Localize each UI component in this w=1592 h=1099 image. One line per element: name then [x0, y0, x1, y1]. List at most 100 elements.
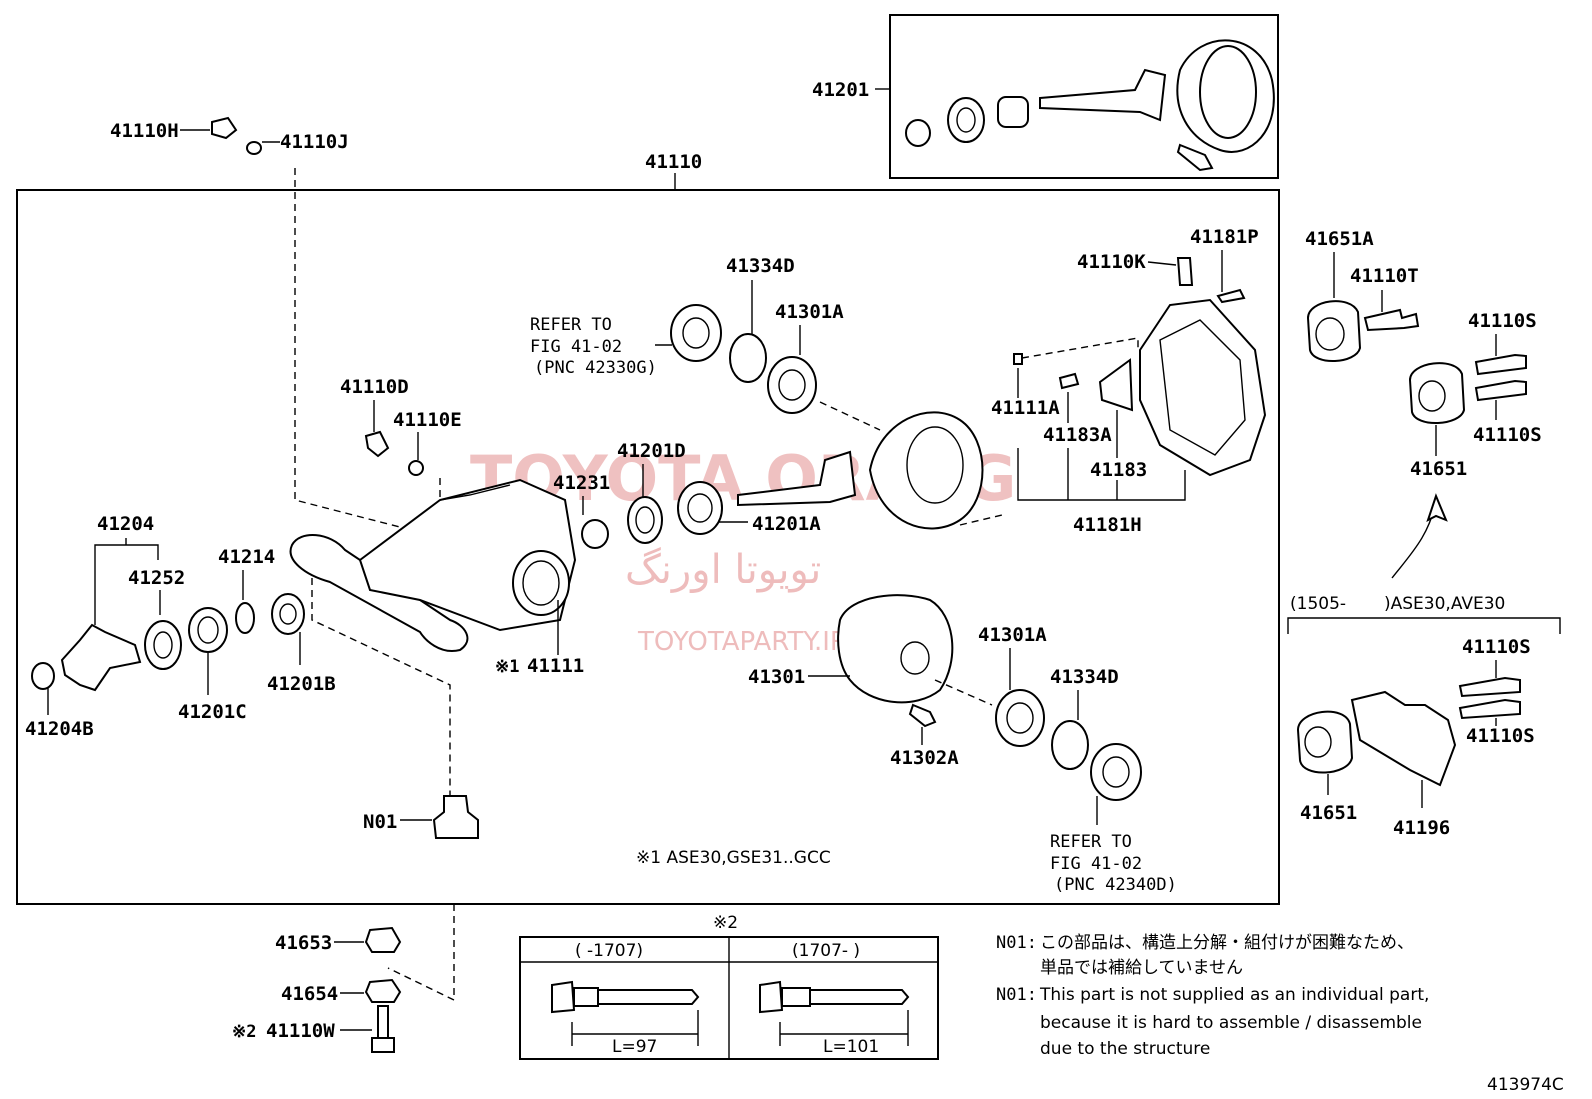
bolt-short-illustration: [551, 980, 700, 1046]
variant-date: (1505-: [1290, 594, 1346, 614]
refer-a-line1: REFER TO: [530, 315, 612, 335]
part-41183-gasket-illustration: [1098, 358, 1134, 412]
part-41653-illustration: [364, 926, 402, 953]
oil-seal-b-illustration: [1090, 743, 1142, 801]
part-41201B-illustration: [271, 593, 305, 635]
label-41201B: 41201B: [267, 673, 336, 695]
label-41111: 41111: [527, 655, 584, 677]
label-41110D: 41110D: [340, 376, 409, 398]
refer-a-line2: FIG 41-02: [530, 337, 622, 357]
part-41334D-a-illustration: [729, 333, 767, 383]
label-41183A: 41183A: [1043, 424, 1112, 446]
label-41201D: 41201D: [617, 440, 686, 462]
table-col2-header: (1707- ): [792, 941, 860, 961]
ring-gear-illustration: [868, 411, 984, 530]
refer-b-line2: FIG 41-02: [1050, 854, 1142, 874]
label-41651-b: 41651: [1300, 802, 1357, 824]
label-41110W: 41110W: [266, 1020, 335, 1042]
variant-models: )ASE30,AVE30: [1384, 594, 1505, 614]
label-41334D-b: 41334D: [1050, 666, 1119, 688]
label-41110E: 41110E: [393, 409, 462, 431]
figure-id: 413974C: [1487, 1075, 1564, 1095]
part-41110E-illustration: [408, 460, 424, 476]
table-title: ※2: [713, 913, 738, 933]
part-41302A-illustration: [908, 703, 937, 728]
note-jp-code: N01:: [996, 933, 1037, 953]
footnote-1: ※1 ASE30,GSE31..GCC: [636, 848, 831, 868]
part-41334D-b-illustration: [1051, 720, 1089, 770]
note-jp-line1: この部品は、構造上分解・組付けが困難なため、: [1040, 933, 1414, 953]
label-41214: 41214: [218, 546, 275, 568]
label-41111-mark: ※1: [495, 657, 519, 677]
part-41651-b-illustration: [1296, 710, 1354, 774]
note-en-line2: because it is hard to assemble / disasse…: [1040, 1013, 1422, 1033]
bolt-long-illustration: [759, 980, 910, 1046]
part-41201A-bearing-illustration: [677, 481, 723, 535]
label-41110: 41110: [645, 151, 702, 173]
label-41334D-a: 41334D: [726, 255, 795, 277]
label-41110S-4: 41110S: [1466, 725, 1535, 747]
label-41651-a: 41651: [1410, 458, 1467, 480]
label-41110S-1: 41110S: [1468, 310, 1537, 332]
label-41301A-b: 41301A: [978, 624, 1047, 646]
label-41111A: 41111A: [991, 397, 1060, 419]
part-41201C-illustration: [188, 607, 228, 653]
oil-seal-a-illustration: [670, 304, 722, 362]
label-41201C: 41201C: [178, 701, 247, 723]
label-41110W-mark: ※2: [232, 1022, 256, 1042]
part-41201D-illustration: [627, 496, 663, 544]
part-41110J-illustration: [246, 141, 262, 155]
label-41110S-2: 41110S: [1473, 424, 1542, 446]
label-41181P: 41181P: [1190, 226, 1259, 248]
part-41204B-illustration: [31, 662, 55, 690]
carrier-housing-illustration: [289, 478, 577, 652]
gear-set-frame: [889, 14, 1279, 179]
part-41204-flange-illustration: [60, 623, 142, 692]
part-41301A-a-illustration: [767, 356, 817, 414]
note-jp-line2: 単品では補給していません: [1040, 958, 1243, 978]
label-41231: 41231: [553, 472, 610, 494]
part-41110D-illustration: [364, 430, 390, 458]
label-41183: 41183: [1090, 459, 1147, 481]
diff-case-illustration: [837, 594, 954, 704]
part-41651-a-illustration: [1408, 362, 1466, 425]
label-41110K: 41110K: [1077, 251, 1146, 273]
label-41110T: 41110T: [1350, 265, 1419, 287]
part-41110W-illustration: [377, 1005, 389, 1039]
variant-arrow: [1391, 499, 1437, 579]
watermark-url: TOYOTAPARTY.IR: [637, 627, 848, 657]
part-41214-illustration: [235, 602, 255, 634]
label-41110H: 41110H: [110, 120, 179, 142]
note-en-line1: This part is not supplied as an individu…: [1039, 985, 1429, 1005]
table-col2-length: L=101: [823, 1037, 879, 1057]
main-assembly-frame: [16, 189, 1280, 905]
table-col1-length: L=97: [612, 1037, 657, 1057]
part-N01-illustration: [432, 795, 479, 839]
label-41201-top: 41201: [812, 79, 869, 101]
refer-b-line3: (PNC 42340D): [1054, 875, 1177, 895]
label-41302A: 41302A: [890, 747, 959, 769]
label-41110S-3: 41110S: [1462, 636, 1531, 658]
note-en-line3: due to the structure: [1040, 1039, 1210, 1059]
part-41301A-b-illustration: [995, 689, 1045, 747]
label-N01: N01: [363, 811, 397, 833]
refer-b-line1: REFER TO: [1050, 832, 1132, 852]
part-41110T-illustration: [1363, 308, 1420, 332]
label-41204B: 41204B: [25, 718, 94, 740]
label-41301A-a: 41301A: [775, 301, 844, 323]
label-41252: 41252: [128, 567, 185, 589]
label-41196: 41196: [1393, 817, 1450, 839]
part-41196-bracket-illustration: [1350, 690, 1457, 787]
part-41110H-illustration: [211, 116, 238, 140]
label-41181H: 41181H: [1073, 514, 1142, 536]
table-col1-header: ( -1707): [575, 941, 643, 961]
label-41653: 41653: [275, 932, 332, 954]
part-41654-illustration: [364, 978, 402, 1003]
watermark-arabic: تویوتا اورنگ: [625, 547, 821, 593]
part-41252-illustration: [144, 620, 182, 670]
label-41201A: 41201A: [752, 513, 821, 535]
label-41651A: 41651A: [1305, 228, 1374, 250]
part-41110K-illustration: [1176, 257, 1194, 286]
label-41301: 41301: [748, 666, 805, 688]
